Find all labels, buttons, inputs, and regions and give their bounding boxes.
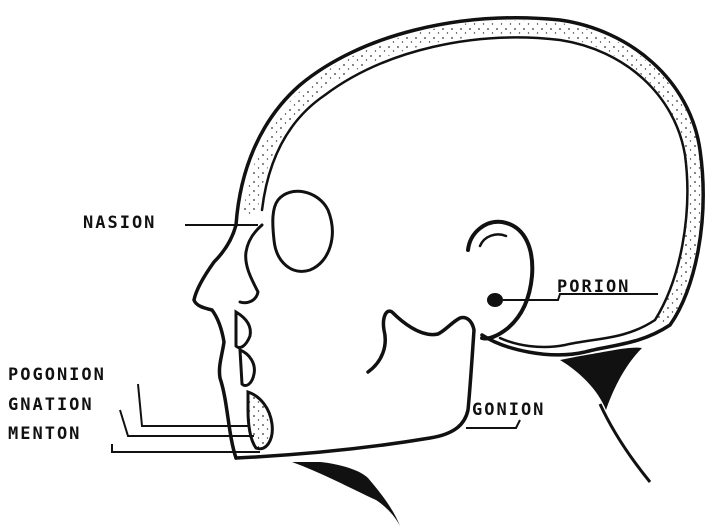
label-gnation: GNATION (8, 397, 94, 414)
eye-orbit (273, 191, 333, 271)
lower-teeth (240, 350, 254, 386)
porion-point (487, 293, 503, 307)
label-porion: PORION (557, 279, 630, 296)
label-nasion: NASION (83, 215, 156, 232)
label-menton: MENTON (8, 426, 81, 443)
chin-bone (248, 392, 272, 449)
ear-inner (480, 234, 506, 246)
face-profile (194, 225, 236, 458)
neck-front-shadow (292, 462, 400, 526)
pogonion-leader (138, 384, 250, 426)
label-gonion: GONION (472, 402, 545, 419)
label-pogonion: POGONION (8, 367, 106, 384)
ear (468, 222, 532, 339)
gonion-leader (466, 420, 520, 428)
upper-teeth (236, 312, 250, 348)
nasal-bone (240, 225, 262, 303)
skull-outer-outline (236, 18, 703, 355)
menton-leader (112, 444, 260, 452)
neck-back-shadow (560, 348, 642, 410)
neck-back-line (600, 404, 650, 482)
